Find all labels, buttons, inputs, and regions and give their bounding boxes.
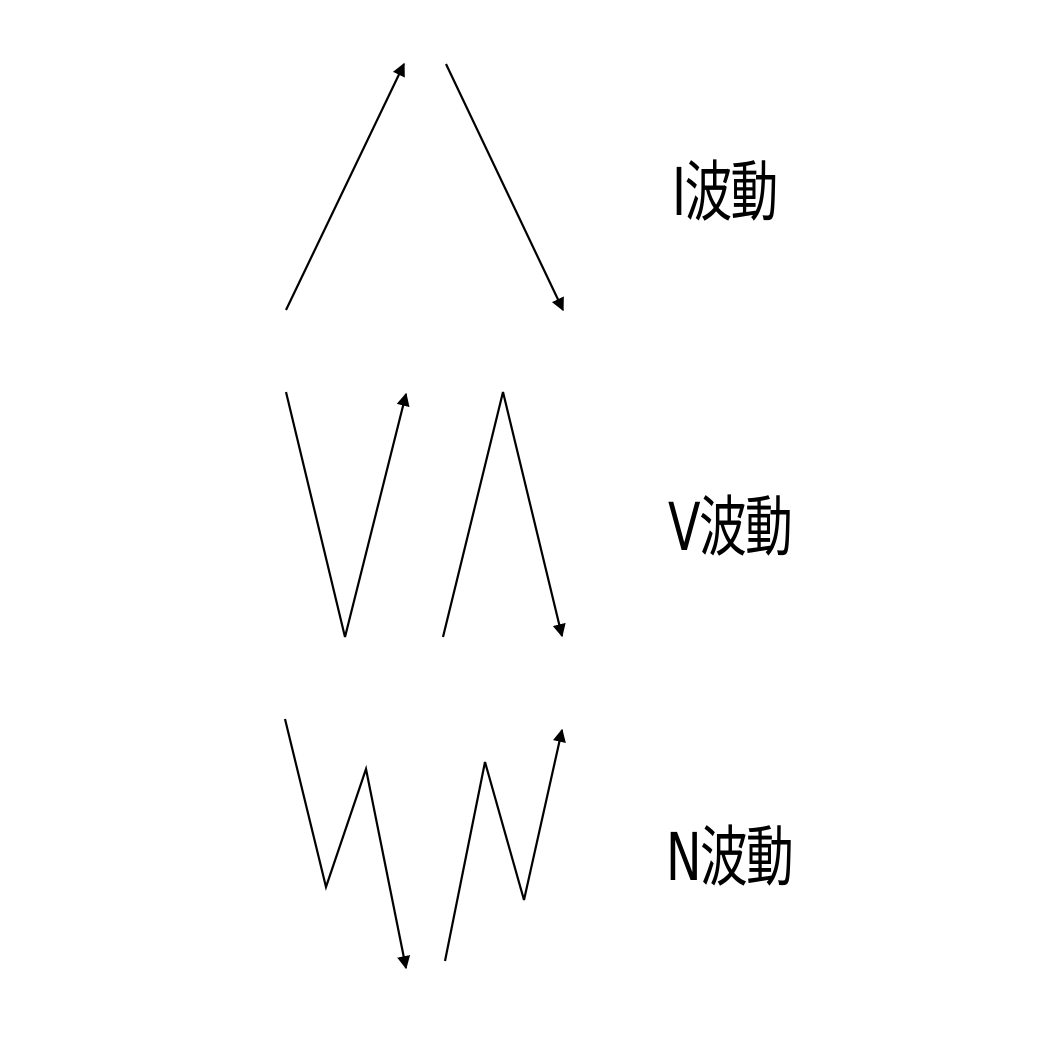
v-wave-down-arrow: [441, 391, 566, 638]
i-wave-label: I波動: [672, 154, 778, 231]
v-wave-up-arrow: [284, 391, 410, 638]
n-wave-down-arrow: [283, 718, 411, 970]
n-wave-up-arrow: [443, 728, 566, 962]
n-wave-label: N波動: [666, 819, 794, 896]
i-wave-up-arrow: [285, 62, 405, 311]
i-wave-down-arrow: [445, 63, 564, 312]
v-wave-label: V波動: [668, 489, 793, 566]
